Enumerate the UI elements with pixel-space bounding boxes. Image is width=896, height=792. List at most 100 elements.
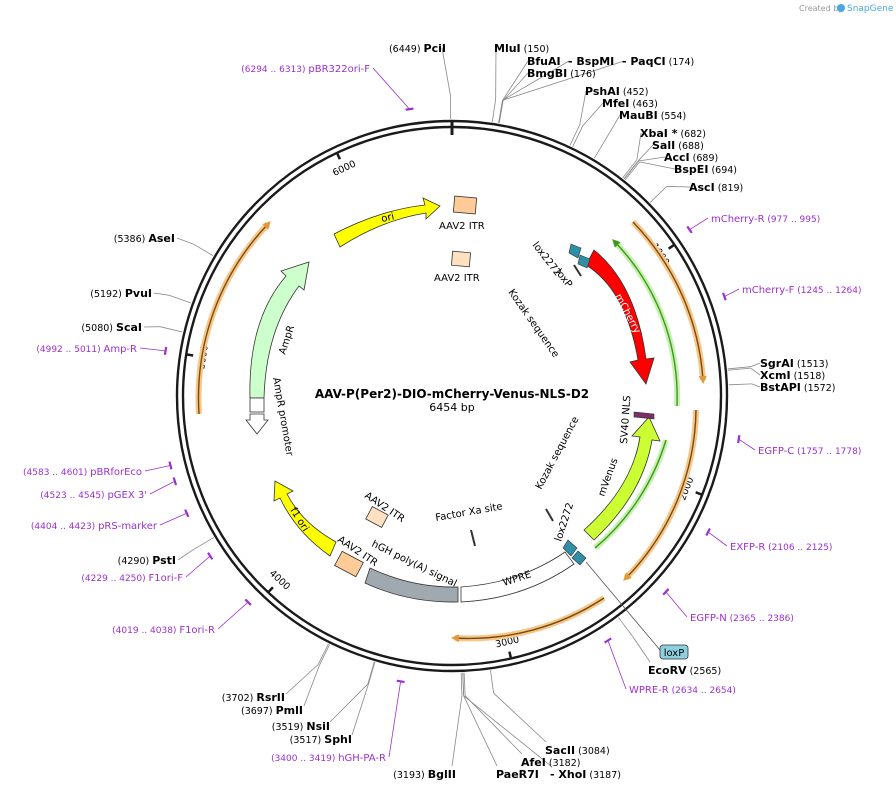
loxp-callout[interactable]: loxP — [585, 561, 689, 660]
enzyme-mlui[interactable]: MluI (150) — [494, 42, 549, 55]
enzyme-sphi[interactable]: (3517) SphI — [290, 733, 352, 746]
snapgene-credit: Created by SnapGene — [799, 4, 894, 14]
wpre-bar[interactable] — [460, 551, 575, 603]
enzyme-bspei[interactable]: BspEI (694) — [674, 163, 737, 176]
enzyme-labels: (6449) PciI MluI (150)BfuAI - BspMI - PaqCI… — [81, 42, 835, 781]
backbone — [175, 119, 729, 673]
primer-bar-wpre-r — [603, 637, 612, 644]
enzyme-sali[interactable]: SalI (688) — [652, 139, 704, 152]
enzyme-xcmi[interactable]: XcmI (1518) — [760, 369, 825, 382]
enzyme-bglii[interactable]: (3193) BglII — [393, 768, 456, 781]
enzyme-maubi[interactable]: MauBI (554) — [619, 109, 686, 122]
enzyme-paqci[interactable]: - PaqCI (174) — [622, 55, 694, 68]
primer-mcherry-f[interactable]: mCherry-F (1245 .. 1264) — [742, 285, 862, 296]
enzyme-pvui[interactable]: (5192) PvuI — [90, 287, 152, 300]
enzyme-psti[interactable]: (4290) PstI — [118, 554, 176, 567]
enzyme-bstapi[interactable]: BstAPI (1572) — [760, 381, 835, 394]
mvenus-arrow[interactable] — [583, 416, 661, 541]
primer-f1ori-f[interactable]: (4229 .. 4250) F1ori-F — [81, 573, 183, 584]
enzyme-ecorv[interactable]: EcoRV (2565) — [648, 664, 721, 677]
primer-mcherry-r[interactable]: mCherry-R (977 .. 995) — [711, 214, 820, 225]
lox2272-top-marker[interactable] — [568, 243, 582, 259]
f1-ori-arrow[interactable] — [273, 480, 337, 557]
hgh-polya-bar[interactable] — [364, 567, 459, 603]
mvenus-label: mVenus — [596, 457, 620, 498]
enzyme-rsrii[interactable]: (3702) RsrII — [222, 691, 285, 704]
primer-bar-amp-r — [163, 346, 168, 355]
enzyme-pcii[interactable]: (6449) PciI — [389, 42, 446, 55]
enzyme-asei[interactable]: (5386) AseI — [114, 232, 175, 245]
plasmid-title: AAV-P(Per2)-DIO-mCherry-Venus-NLS-D2 — [315, 387, 589, 401]
enzyme-sgrai[interactable]: SgrAI (1513) — [760, 357, 828, 370]
tick-3000 — [508, 651, 513, 659]
sv40-nls-marker[interactable] — [633, 411, 655, 420]
enzyme-scai[interactable]: (5080) ScaI — [81, 321, 142, 334]
tick-2000 — [695, 491, 703, 497]
tick-4000 — [267, 586, 274, 594]
aav2-itr-top[interactable] — [452, 195, 478, 215]
primer-bar-prs-marker — [184, 509, 190, 518]
lox2272-bottom-marker[interactable] — [562, 539, 578, 557]
ampr-promoter-box[interactable] — [249, 397, 265, 413]
enzyme-pshai[interactable]: PshAI (452) — [585, 85, 648, 98]
primer-amp-r[interactable]: (4992 .. 5011) Amp-R — [36, 344, 137, 355]
sv40-nls-label: SV40 NLS — [619, 395, 633, 444]
enzyme-bfuai[interactable]: BfuAI — [527, 55, 561, 68]
kozak-label-2: Kozak sequence — [534, 415, 582, 491]
primer-bars — [163, 107, 741, 684]
ampr-promoter-arrow[interactable] — [245, 413, 269, 435]
primer-f1ori-r[interactable]: (4019 .. 4038) F1ori-R — [112, 625, 215, 636]
tick-label-6000: 6000 — [331, 159, 358, 179]
primer-bar-pbrforeco — [168, 461, 173, 470]
enzyme-asci[interactable]: AscI (819) — [689, 181, 743, 194]
enzyme-xbai[interactable]: XbaI * (682) — [640, 127, 706, 140]
primer-pbr322ori-f[interactable]: (6294 .. 6313) pBR322ori-F — [241, 64, 370, 75]
ampr-label: AmpR — [277, 324, 297, 356]
svg-text:SnapGene: SnapGene — [847, 4, 894, 14]
primer-bar-f1ori-f — [207, 552, 214, 560]
enzyme-acci[interactable]: AccI (689) — [664, 151, 718, 164]
primer-prs-marker[interactable]: (4404 .. 4423) pRS-marker — [31, 521, 158, 532]
primer-egfp-n[interactable]: EGFP-N (2365 .. 2386) — [690, 613, 794, 624]
primer-exfp-r[interactable]: EXFP-R (2106 .. 2125) — [730, 542, 832, 553]
enzyme-bspmi[interactable]: - BspMI — [568, 55, 614, 68]
primer-bar-pgex3 — [172, 477, 178, 486]
mcherry-arrow[interactable] — [585, 249, 655, 385]
loxp-top-marker[interactable] — [577, 254, 591, 269]
primer-bar-mcherry-f — [722, 292, 727, 301]
factor-xa-label: Factor Xa site — [435, 501, 504, 524]
aav2-itr-inner-2[interactable] — [365, 506, 389, 528]
enzyme-afei[interactable]: AfeI (3182) — [521, 756, 580, 769]
aav2-itr-bottom[interactable] — [334, 550, 364, 578]
primer-bar-egfp-n — [662, 588, 670, 596]
tick-5000 — [186, 353, 194, 357]
ampr-arrow[interactable] — [249, 261, 310, 399]
primer-bar-f1ori-r — [244, 598, 252, 606]
primer-pgex3[interactable]: (4523 .. 4545) pGEX 3' — [40, 490, 147, 501]
tick-6000 — [335, 152, 342, 160]
primer-hgh-pa-r[interactable]: (3400 .. 3419) hGH-PA-R — [271, 753, 386, 764]
primer-wpre-r[interactable]: WPRE-R (2634 .. 2654) — [629, 685, 736, 696]
ampr-promoter-label: AmpR promoter — [270, 377, 295, 458]
enzyme-nsii[interactable]: (3519) NsiI — [272, 720, 330, 733]
enzyme-mfei[interactable]: MfeI (463) — [602, 97, 658, 110]
enzyme-paer7i[interactable]: PaeR7I — [496, 768, 539, 781]
enzyme-sacii[interactable]: SacII (3084) — [545, 744, 610, 757]
aav2-itr-inner[interactable] — [450, 250, 472, 268]
primer-bar-egfp-c — [737, 435, 741, 444]
aav2-itr-label-1: AAV2 ITR — [439, 221, 485, 232]
enzyme-xhoi[interactable]: - XhoI (3187) — [550, 768, 621, 781]
loxp-bottom-marker[interactable] — [571, 550, 587, 566]
primer-egfp-c[interactable]: EGFP-C (1757 .. 1778) — [758, 446, 861, 457]
enzyme-bmgbi[interactable]: BmgBI (176) — [527, 67, 596, 80]
primer-bar-exfp-r — [705, 528, 711, 537]
svg-text:Created by: Created by — [799, 4, 843, 13]
primer-labels: (6294 .. 6313) pBR322ori-F mCherry-R (977… — [23, 64, 862, 764]
tick-1000 — [667, 243, 676, 250]
ori-arrow[interactable] — [333, 197, 441, 248]
lox2272-label-2: lox2272 — [553, 502, 576, 543]
loxp-label-1: loxP — [553, 267, 574, 290]
enzyme-pmli[interactable]: (3697) PmlI — [241, 704, 303, 717]
loxp-callout-label: loxP — [664, 648, 685, 659]
primer-pbrforeco[interactable]: (4583 .. 4601) pBRforEco — [23, 467, 142, 478]
